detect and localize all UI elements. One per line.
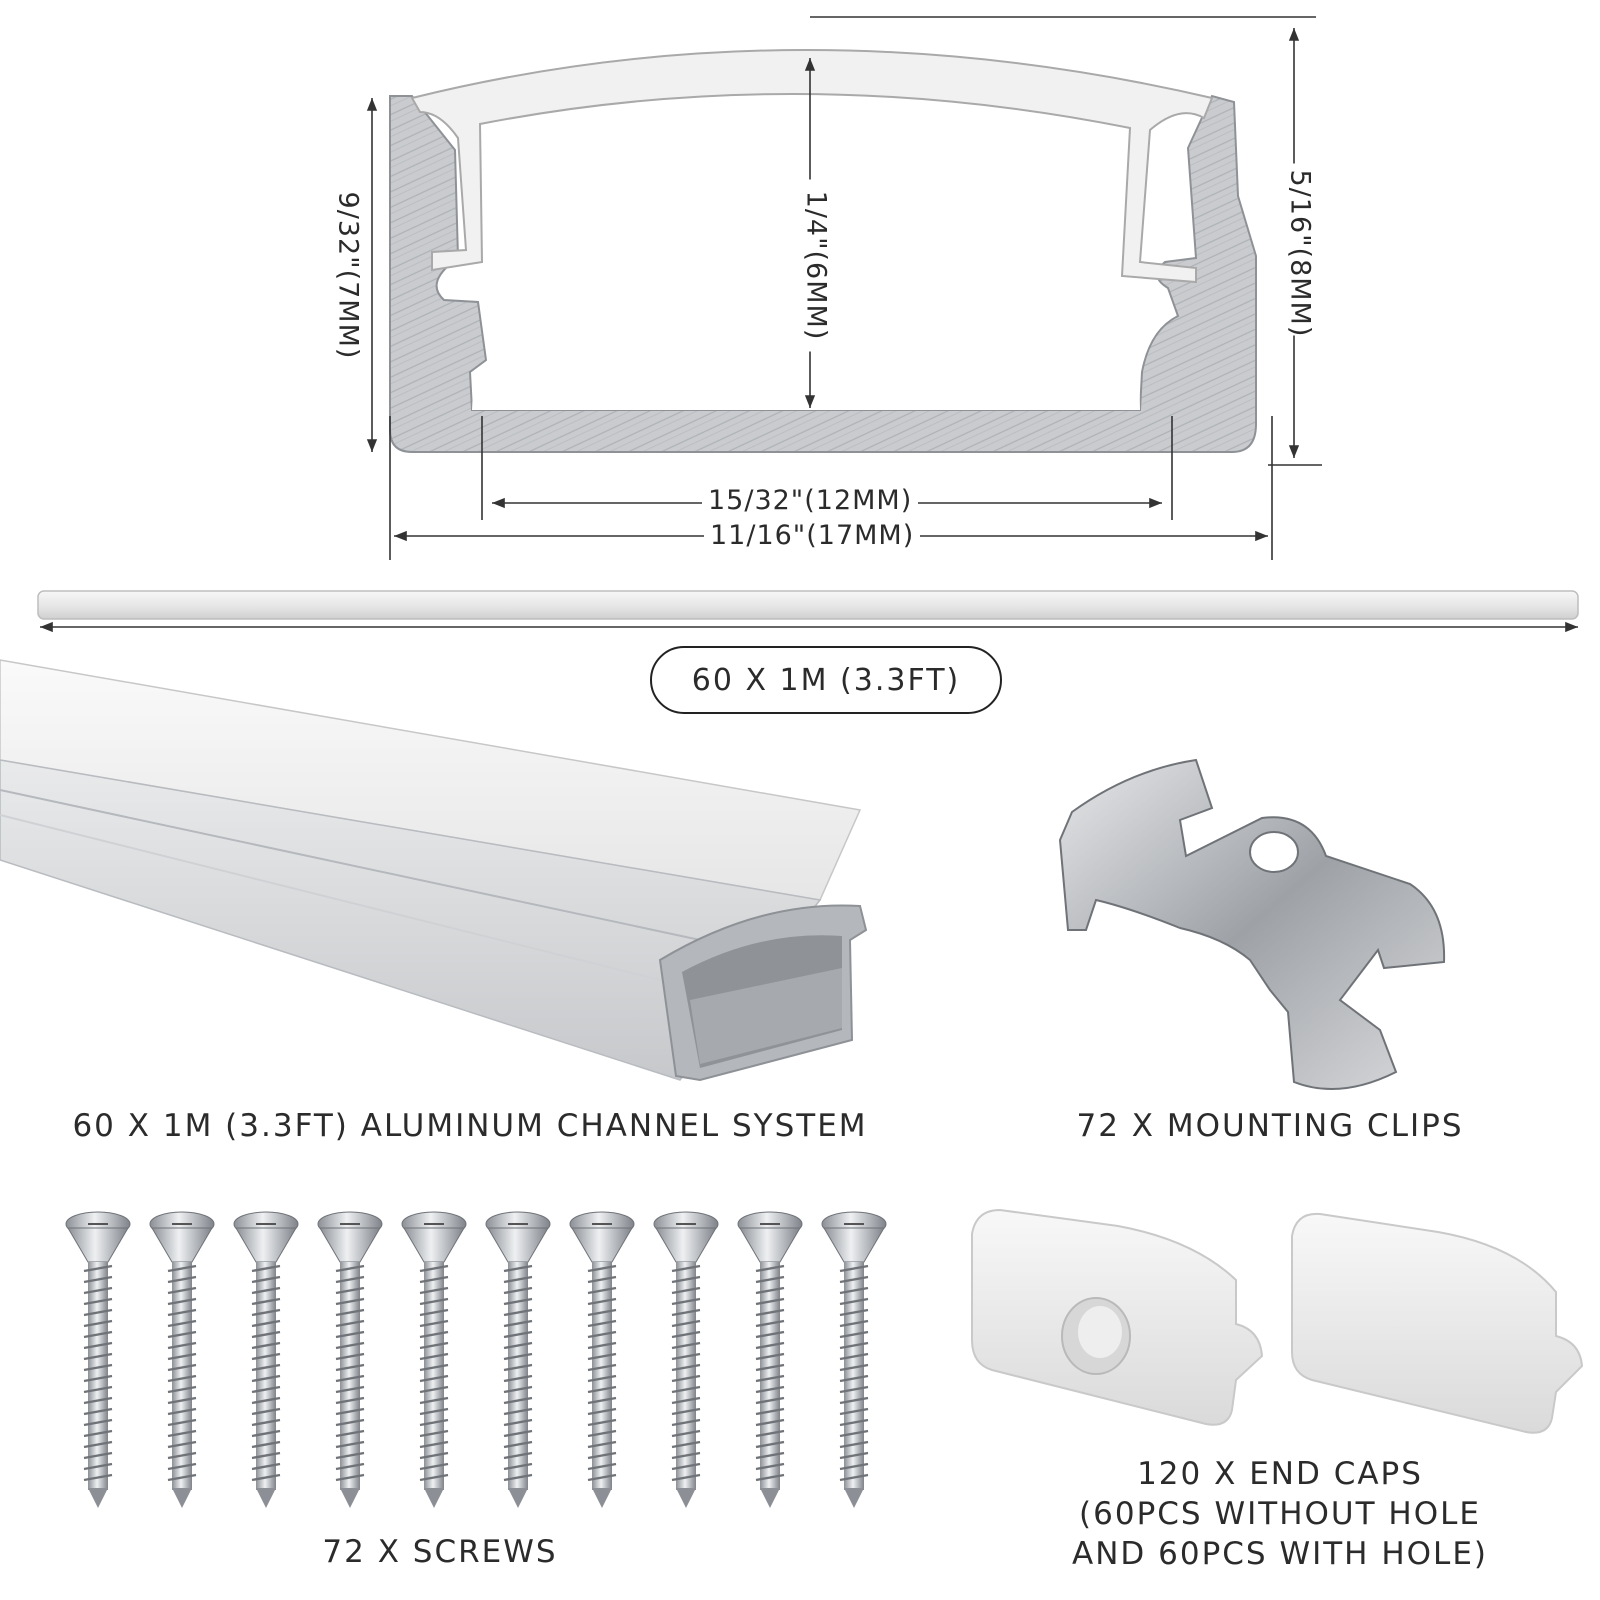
- screw-icon: [65, 1211, 131, 1508]
- screws-label: 72 X SCREWS: [322, 1534, 558, 1570]
- screw-icon: [149, 1211, 215, 1508]
- outer-width-label: 11/16"(17MM): [704, 520, 921, 551]
- screw-icon: [485, 1211, 551, 1508]
- mounting-clip-illustration: [1058, 758, 1446, 1091]
- right-height-label: 5/16"(8MM): [1284, 163, 1316, 337]
- end-cap-with-hole: [971, 1208, 1264, 1426]
- end-caps-label-line3: AND 60PCS WITH HOLE): [1072, 1536, 1488, 1572]
- screw-icon: [737, 1211, 803, 1508]
- channel-label: 60 X 1M (3.3FT) ALUMINUM CHANNEL SYSTEM: [72, 1108, 868, 1144]
- long-rail: [37, 590, 1579, 620]
- length-badge: 60 X 1M (3.3FT): [650, 646, 1002, 714]
- screw-icon: [821, 1211, 887, 1508]
- channel-3d: [0, 659, 868, 1082]
- screw-icon: [401, 1211, 467, 1508]
- diffuser-cover: [410, 49, 1214, 284]
- screw-icon: [653, 1211, 719, 1508]
- left-height-label: 9/32"(7MM): [332, 169, 364, 382]
- inner-width-label: 15/32"(12MM): [702, 485, 919, 516]
- screw-icon: [233, 1211, 299, 1508]
- inner-height-label: 1/4"(6MM): [800, 179, 832, 352]
- screw-icon: [569, 1211, 635, 1508]
- end-caps-label-line2: (60PCS WITHOUT HOLE: [1079, 1496, 1481, 1532]
- end-caps-label-line1: 120 X END CAPS: [1137, 1456, 1423, 1492]
- screw-icon: [317, 1211, 383, 1508]
- end-cap-without-hole: [1291, 1212, 1584, 1434]
- screws-illustration: [65, 1211, 887, 1508]
- clips-label: 72 X MOUNTING CLIPS: [1076, 1108, 1464, 1144]
